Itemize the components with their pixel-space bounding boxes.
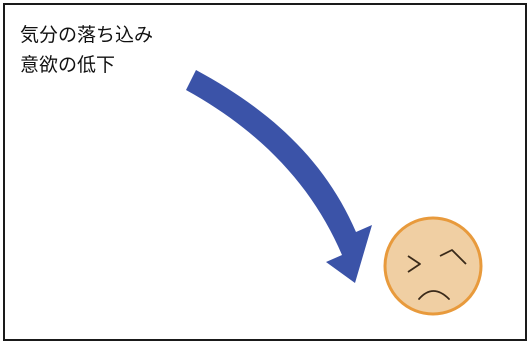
caption-line-2: 意欲の低下 bbox=[20, 54, 116, 76]
caption-line-1: 気分の落ち込み bbox=[20, 24, 154, 46]
down-curved-arrow-icon bbox=[186, 70, 372, 283]
caption: 気分の落ち込み 意欲の低下 bbox=[20, 20, 153, 80]
sad-face-icon bbox=[383, 216, 483, 316]
